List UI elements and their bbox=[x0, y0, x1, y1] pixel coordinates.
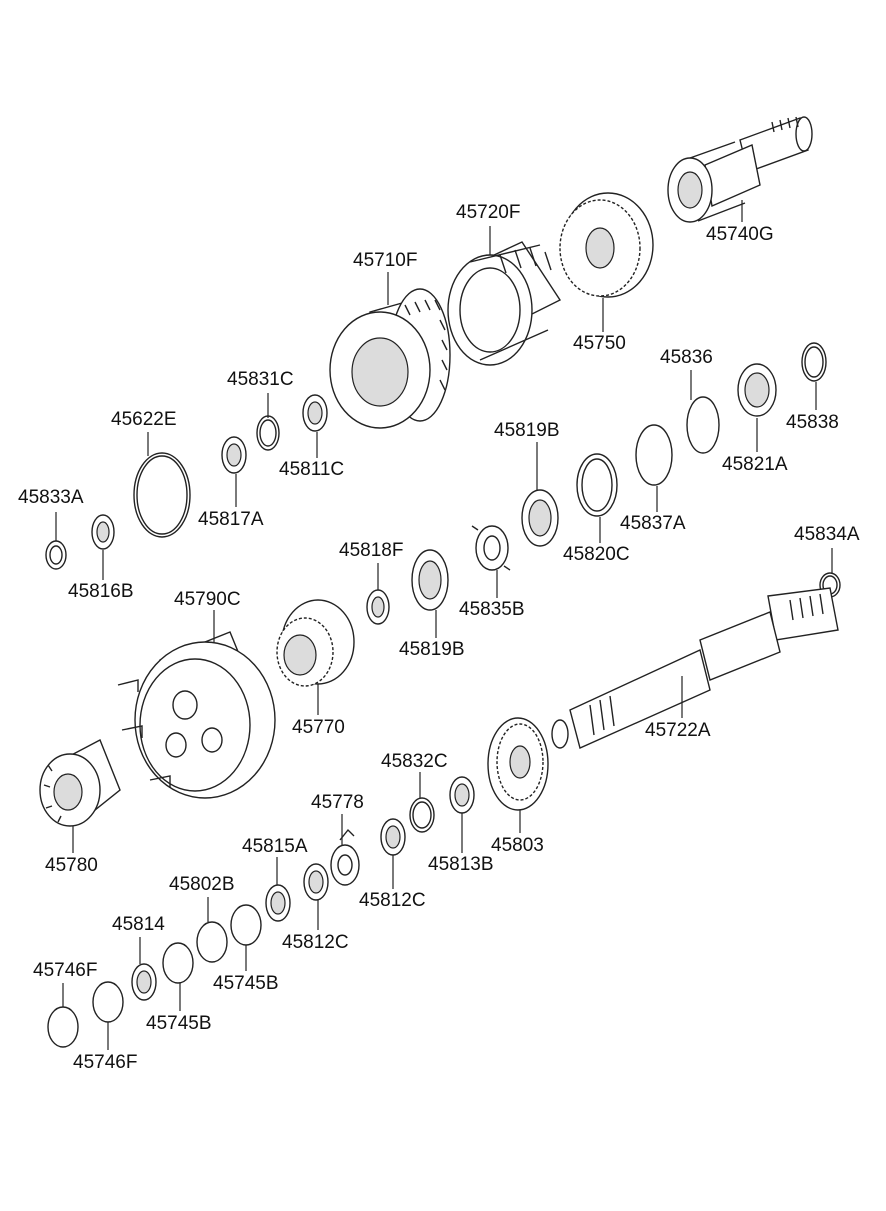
label-45819B-mid: 45819B bbox=[399, 639, 465, 660]
ring-45832C bbox=[409, 797, 435, 833]
label-45710F: 45710F bbox=[353, 250, 418, 271]
label-45811C: 45811C bbox=[279, 459, 345, 480]
label-45746F-b: 45746F bbox=[73, 1052, 138, 1073]
disc-45745B-a bbox=[230, 904, 262, 946]
ring-45838 bbox=[801, 342, 827, 382]
disc-45746F-b bbox=[92, 981, 124, 1023]
ring-45820C bbox=[576, 453, 618, 517]
ring-45622E bbox=[133, 452, 191, 538]
bearing-45818F bbox=[366, 589, 390, 625]
part-45710F bbox=[329, 288, 451, 429]
bearing-45812C-a bbox=[380, 818, 406, 856]
bearing-45815A bbox=[265, 884, 291, 922]
label-45802B: 45802B bbox=[169, 874, 235, 895]
label-45812C-b: 45812C bbox=[282, 932, 349, 953]
label-45837A: 45837A bbox=[620, 513, 686, 534]
disc-45745B-b bbox=[162, 942, 194, 984]
label-45833A: 45833A bbox=[18, 487, 84, 508]
bearing-45821A bbox=[737, 363, 777, 417]
label-45770: 45770 bbox=[292, 717, 345, 738]
label-45835B: 45835B bbox=[459, 599, 525, 620]
washer-45778 bbox=[330, 828, 360, 886]
bearing-45819B-mid bbox=[411, 549, 449, 611]
label-45815A: 45815A bbox=[242, 836, 308, 857]
bearing-45812C-b bbox=[303, 863, 329, 901]
label-45790C: 45790C bbox=[174, 589, 241, 610]
label-45821A: 45821A bbox=[722, 454, 788, 475]
part-45750 bbox=[559, 192, 654, 298]
label-45820C: 45820C bbox=[563, 544, 630, 565]
washer-45835B bbox=[471, 525, 511, 571]
label-45819B-top: 45819B bbox=[494, 420, 560, 441]
bearing-45814 bbox=[131, 963, 157, 1001]
label-45740G: 45740G bbox=[706, 224, 774, 245]
part-45740G bbox=[667, 116, 813, 223]
bearing-45819B-top bbox=[521, 489, 559, 547]
part-45720F bbox=[447, 241, 562, 366]
label-45722A: 45722A bbox=[645, 720, 711, 741]
label-45745B-a: 45745B bbox=[213, 973, 279, 994]
disc-45746F-a bbox=[47, 1006, 79, 1048]
ring-45836 bbox=[686, 396, 720, 454]
disc-45802B bbox=[196, 921, 228, 963]
ring-45831C bbox=[256, 415, 280, 451]
bearing-45811C bbox=[302, 394, 328, 432]
label-45836: 45836 bbox=[660, 347, 713, 368]
label-45720F: 45720F bbox=[456, 202, 521, 223]
leader-lines bbox=[55, 200, 833, 1050]
label-45838: 45838 bbox=[786, 412, 839, 433]
bearing-45817A bbox=[221, 436, 247, 474]
label-45832C: 45832C bbox=[381, 751, 448, 772]
bearing-45816B bbox=[91, 514, 115, 550]
label-45745B-b: 45745B bbox=[146, 1013, 212, 1034]
label-45780: 45780 bbox=[45, 855, 98, 876]
label-45750: 45750 bbox=[573, 333, 626, 354]
label-45778: 45778 bbox=[311, 792, 364, 813]
bearing-45813B bbox=[449, 776, 475, 814]
ring-45837A bbox=[635, 424, 673, 486]
label-45803: 45803 bbox=[491, 835, 544, 856]
part-45722A bbox=[551, 587, 839, 749]
label-45813B: 45813B bbox=[428, 854, 494, 875]
label-45814: 45814 bbox=[112, 914, 165, 935]
label-45831C: 45831C bbox=[227, 369, 294, 390]
label-45622E: 45622E bbox=[111, 409, 177, 430]
label-45834A: 45834A bbox=[794, 524, 860, 545]
part-45770 bbox=[276, 599, 355, 687]
part-45780 bbox=[39, 739, 121, 827]
part-45803 bbox=[487, 717, 549, 811]
label-45816B: 45816B bbox=[68, 581, 134, 602]
label-45746F-a: 45746F bbox=[33, 960, 98, 981]
label-45817A: 45817A bbox=[198, 509, 264, 530]
label-45818F: 45818F bbox=[339, 540, 404, 561]
part-45790C bbox=[117, 631, 276, 799]
ring-45833A bbox=[45, 540, 67, 570]
label-45812C-a: 45812C bbox=[359, 890, 426, 911]
